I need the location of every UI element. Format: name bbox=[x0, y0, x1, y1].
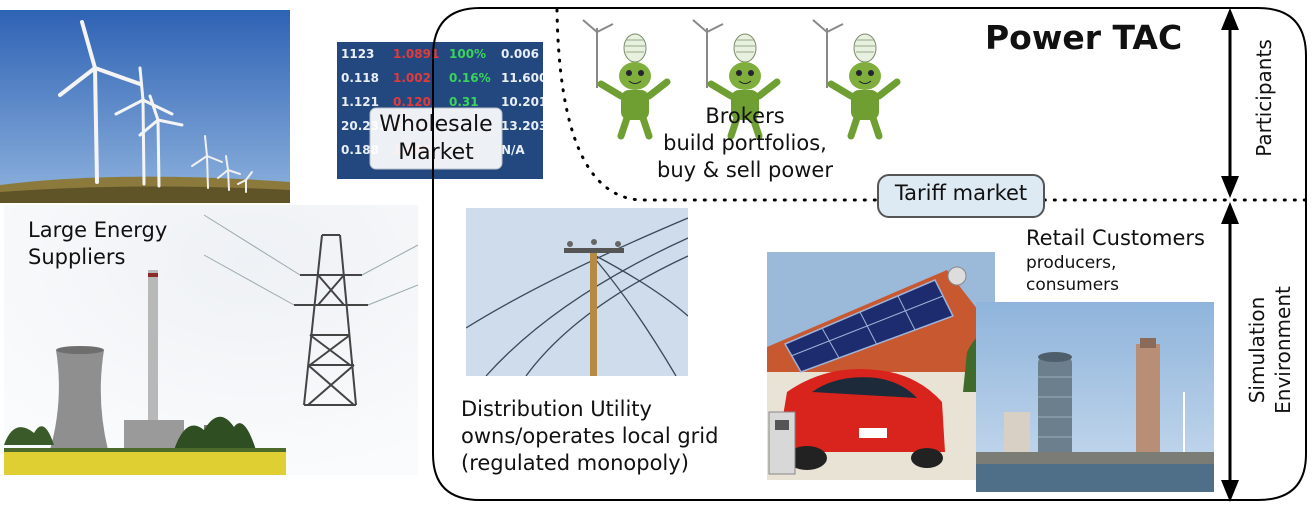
tariff-market-box bbox=[877, 174, 1045, 218]
distribution-line1: Distribution Utility bbox=[461, 397, 652, 421]
retail-title: Retail Customers bbox=[1026, 226, 1205, 250]
wholesale-label: Wholesale Market bbox=[369, 111, 503, 167]
power-tac-title: Power TAC bbox=[985, 18, 1183, 57]
wind-farm-photo bbox=[0, 10, 290, 203]
ticker-cell: 1.002 bbox=[393, 71, 431, 85]
ticker-cell: 1.0891 bbox=[393, 47, 439, 61]
ticker-cell: 0.006 bbox=[501, 47, 539, 61]
power-plant-photo bbox=[4, 205, 418, 475]
brokers-label: Brokers build portfolios, buy & sell pow… bbox=[615, 103, 875, 184]
brokers-line1: Brokers bbox=[705, 104, 785, 128]
distribution-label: Distribution Utility owns/operates local… bbox=[461, 396, 718, 477]
ticker-cell: N/A bbox=[501, 143, 525, 157]
environment-line2: Environment bbox=[1271, 286, 1295, 414]
broker-robots bbox=[582, 19, 901, 140]
ticker-cell: 0.118 bbox=[341, 71, 379, 85]
retail-line2: consumers bbox=[1026, 275, 1120, 295]
broker-robot bbox=[812, 19, 901, 140]
suppliers-line2: Suppliers bbox=[28, 245, 126, 269]
retail-line1: producers, bbox=[1026, 253, 1117, 273]
broker-robot bbox=[692, 19, 781, 140]
distribution-line2: owns/operates local grid bbox=[461, 424, 719, 448]
wholesale-box bbox=[369, 107, 503, 170]
ticker-cell: 10.201 bbox=[501, 95, 543, 109]
ticker-cell: 1123 bbox=[341, 47, 374, 61]
retail-label: Retail Customers producers, consumers bbox=[1026, 225, 1205, 296]
city-skyline-photo bbox=[976, 302, 1214, 492]
ticker-cell: 0.188 bbox=[341, 143, 379, 157]
ticker-cell: 0.16% bbox=[449, 71, 491, 85]
wholesale-line2: Market bbox=[398, 140, 474, 165]
ticker-cell: 11.600 bbox=[501, 71, 543, 85]
suppliers-label: Large Energy Suppliers bbox=[28, 217, 167, 271]
environment-line1: Simulation bbox=[1245, 296, 1269, 404]
broker-robot bbox=[582, 19, 671, 140]
ticker-cell: 0.120 bbox=[393, 95, 431, 109]
solar-house-ev-photo bbox=[767, 252, 995, 480]
ticker-cell: 0.31 bbox=[449, 95, 479, 109]
suppliers-line1: Large Energy bbox=[28, 218, 168, 242]
ticker-cell: 13.203 bbox=[501, 119, 543, 133]
brokers-line2: build portfolios, bbox=[663, 131, 827, 155]
brokers-line3: buy & sell power bbox=[657, 158, 833, 182]
wholesale-line1: Wholesale bbox=[379, 112, 493, 137]
participants-axis-label: Participants bbox=[1252, 39, 1276, 157]
distribution-line3: (regulated monopoly) bbox=[461, 451, 689, 475]
ticker-cell: 1.121 bbox=[341, 95, 379, 109]
ticker-cell: 100% bbox=[449, 47, 486, 61]
environment-axis-label: Simulation Environment bbox=[1244, 286, 1296, 414]
tariff-market-label: Tariff market bbox=[894, 181, 1028, 205]
power-pole-photo bbox=[466, 208, 688, 376]
